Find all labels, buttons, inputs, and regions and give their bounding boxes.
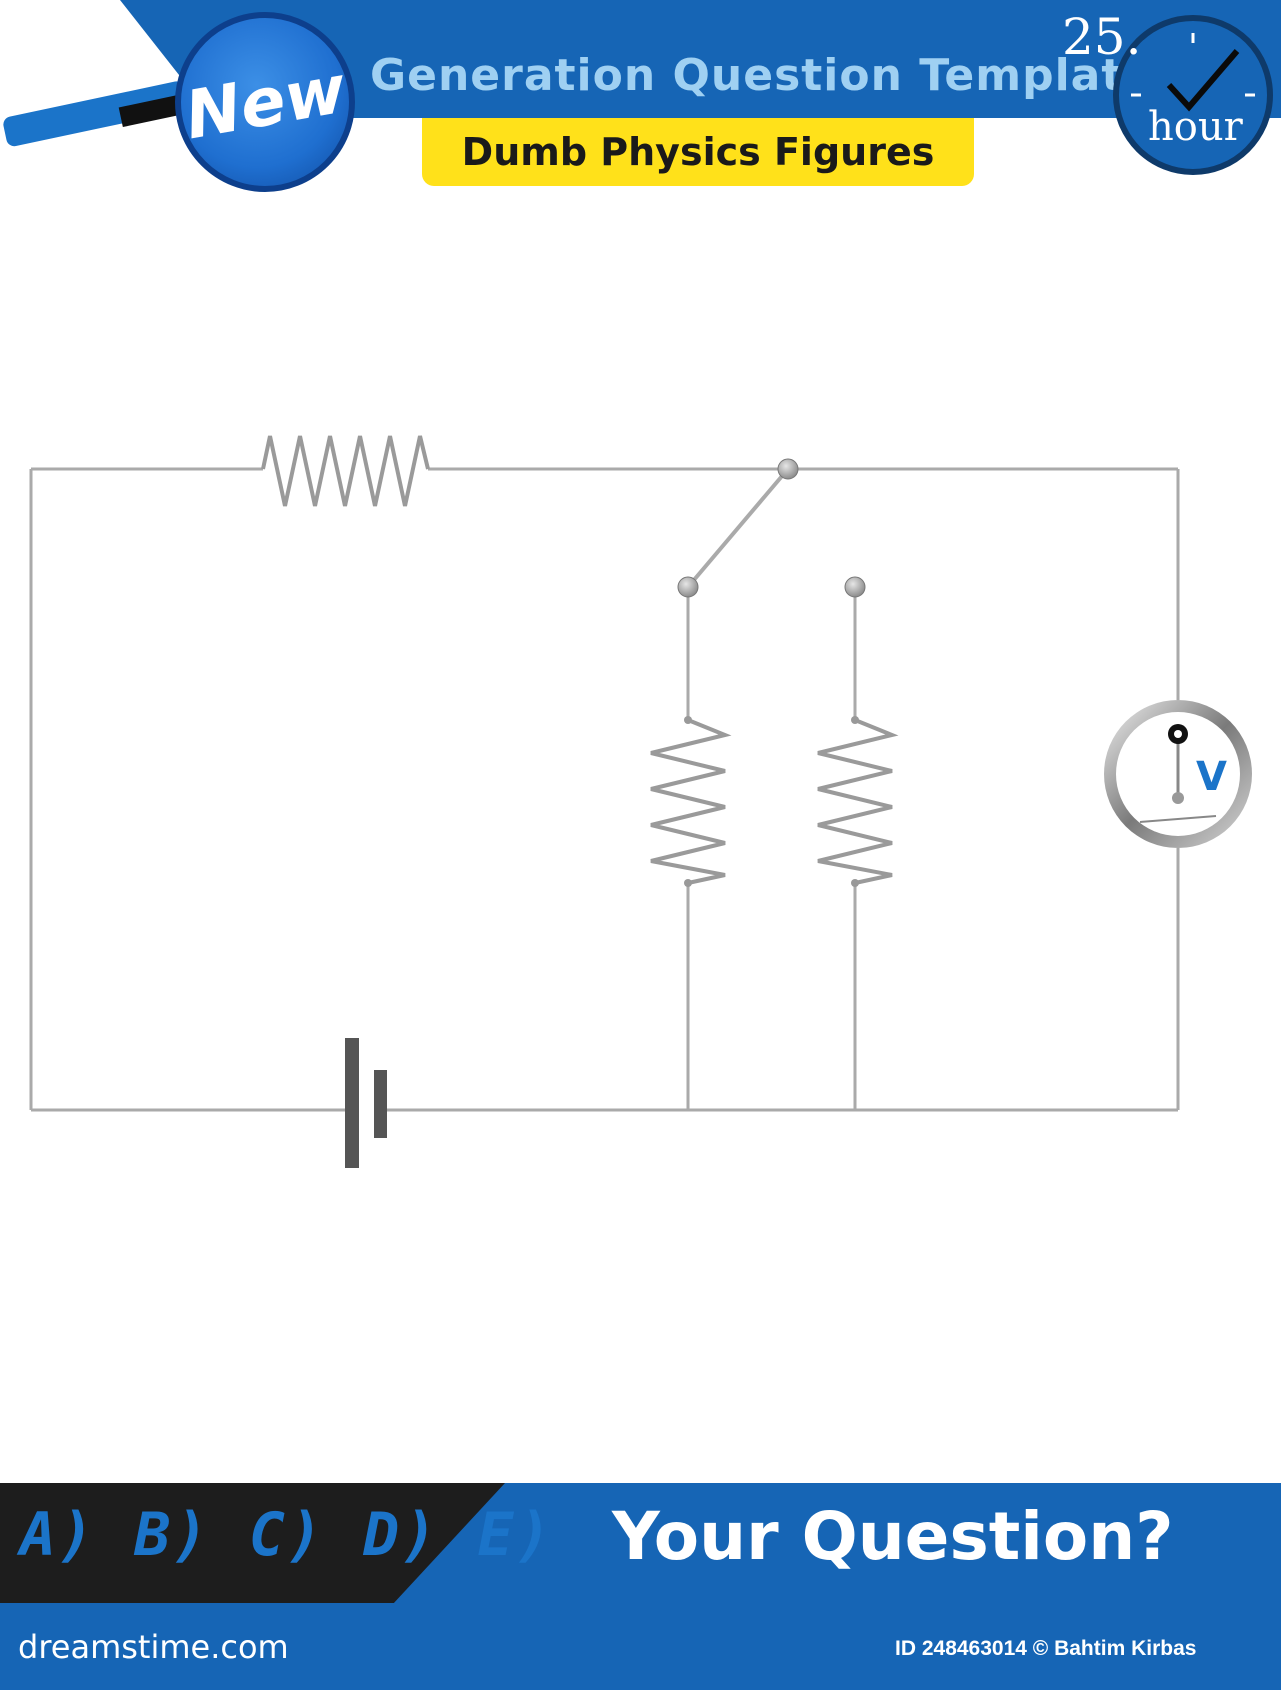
answer-options: A) B) C) D) E) — [20, 1500, 554, 1570]
series-resistor-icon — [261, 435, 430, 507]
circuit-diagram: V — [29, 435, 1252, 1168]
page-subtitle: Dumb Physics Figures — [461, 130, 935, 174]
parallel-resistor-left-icon — [650, 718, 732, 885]
parallel-resistor-right-icon — [817, 718, 899, 885]
clock-checkmark-icon — [1131, 33, 1255, 112]
site-logo: dreamstime.com — [18, 1628, 289, 1666]
open-terminal-icon — [844, 576, 866, 598]
resistor-left-bottom-node — [684, 879, 692, 887]
battery-icon — [345, 1038, 387, 1168]
page-title: Generation Question Template — [370, 50, 1155, 101]
clock-number: 25. — [1062, 8, 1142, 66]
clock-unit: hour — [1148, 104, 1243, 150]
subtitle-banner: Dumb Physics Figures — [422, 118, 974, 186]
clock-icon — [1113, 15, 1273, 175]
credit-bar — [0, 1603, 1281, 1690]
new-badge-icon: New — [175, 12, 355, 192]
switch-icon — [677, 458, 799, 598]
voltmeter-icon: V — [1104, 700, 1252, 848]
image-credit: ID 248463014 © Bahtim Kirbas — [895, 1637, 1197, 1660]
voltmeter-label: V — [1196, 754, 1227, 800]
resistor-right-bottom-node — [851, 879, 859, 887]
resistor-left-top-node — [684, 716, 692, 724]
wire-frame — [29, 467, 1180, 1112]
resistor-right-top-node — [851, 716, 859, 724]
question-prompt: Your Question? — [612, 1498, 1174, 1575]
